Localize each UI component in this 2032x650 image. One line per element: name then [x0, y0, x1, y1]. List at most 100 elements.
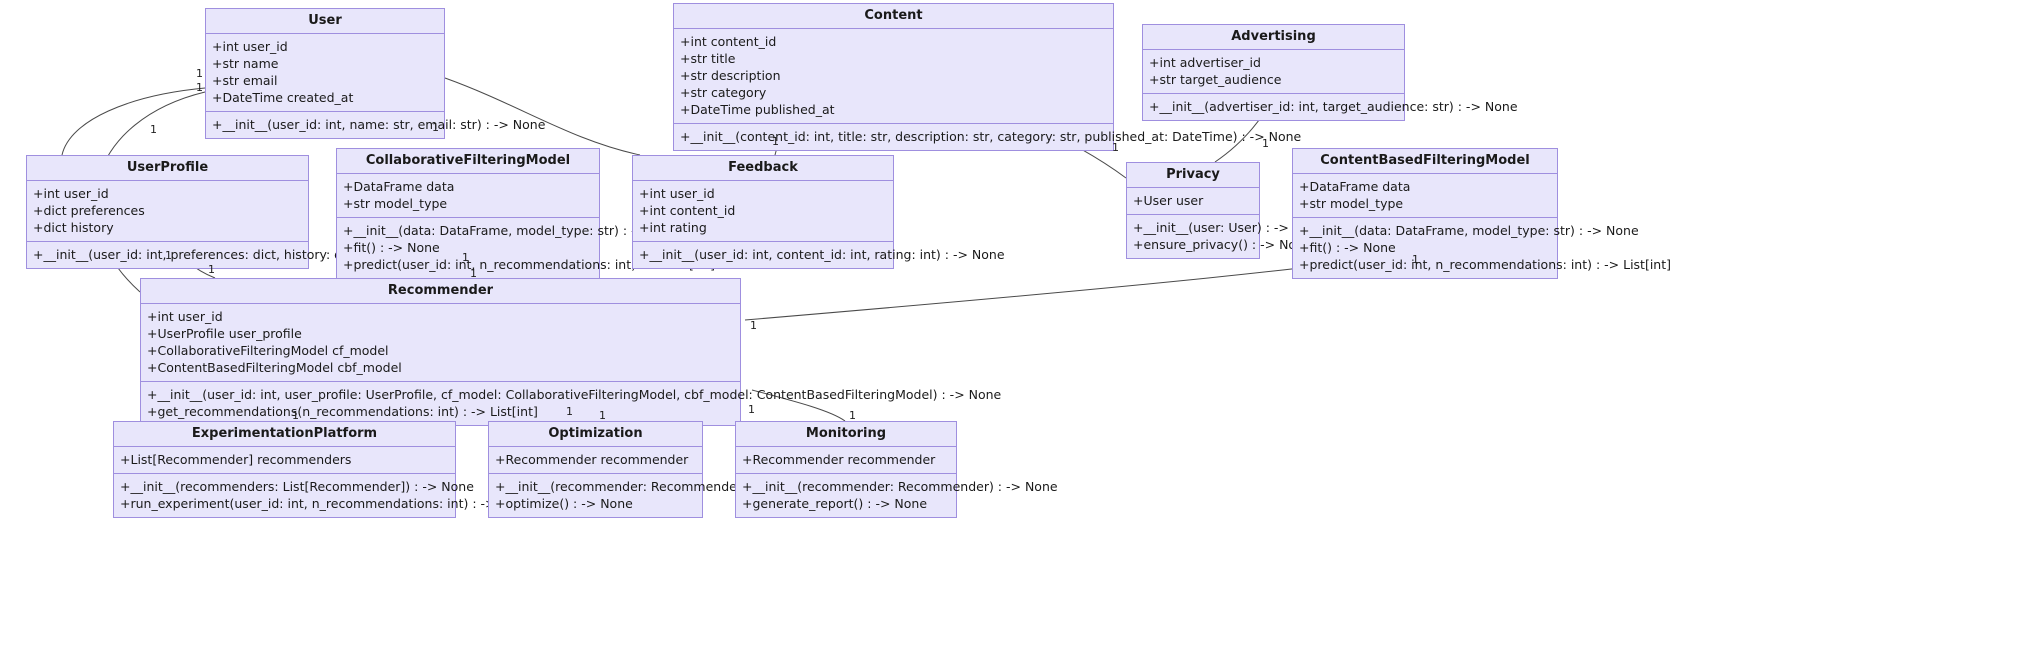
uml-attribute-row: +int user_id: [33, 186, 109, 201]
uml-class-privacy[interactable]: Privacy +User user +__init__(user: User) :…: [1126, 162, 1326, 259]
multiplicity-label-m-userprofile-top: 1: [150, 123, 157, 136]
multiplicity-label-m-privacy-content: 1: [1112, 141, 1119, 154]
uml-class-title-userprofile: UserProfile: [27, 156, 308, 181]
uml-method-row: +__init__(user_id: int, content_id: int,…: [639, 247, 1005, 262]
uml-class-title-content: Content: [674, 4, 1113, 29]
uml-methods-advertising: +__init__(advertiser_id: int, target_aud…: [1143, 93, 1518, 120]
uml-methods-content: +__init__(content_id: int, title: str, d…: [674, 123, 1302, 150]
uml-method-row: +__init__(recommender: Recommender) : ->…: [742, 479, 1058, 494]
multiplicity-label-m-rec-mon: 1: [748, 403, 755, 416]
uml-attribute-row: +int user_id: [212, 39, 288, 54]
uml-attribute-row: +int advertiser_id: [1149, 55, 1261, 70]
uml-attribute-row: +int rating: [639, 220, 707, 235]
multiplicity-label-m-cfmodel-rec: 1: [462, 251, 469, 264]
uml-attribute-row: +ContentBasedFilteringModel cbf_model: [147, 360, 402, 375]
uml-class-title-recommender: Recommender: [141, 279, 740, 304]
uml-methods-recommender: +__init__(user_id: int, user_profile: Us…: [141, 381, 1002, 425]
uml-class-optimization[interactable]: Optimization +Recommender recommender +__i…: [488, 421, 811, 518]
uml-attribute-row: +dict preferences: [33, 203, 145, 218]
uml-method-row: +__init__(recommender: Recommender) : ->…: [495, 479, 811, 494]
uml-class-title-experimentation: ExperimentationPlatform: [114, 422, 455, 447]
multiplicity-label-m-rec-exp: 1: [292, 409, 299, 422]
uml-class-feedback[interactable]: Feedback+int user_id+int content_id+int …: [632, 155, 1005, 269]
uml-methods-cfmodel: +__init__(data: DataFrame, model_type: s…: [337, 217, 716, 278]
uml-method-row: +get_recommendations(n_recommendations: …: [147, 404, 538, 419]
uml-method-row: +run_experiment(user_id: int, n_recommen…: [120, 496, 607, 511]
uml-attribute-row: +DateTime published_at: [680, 102, 835, 117]
uml-methods-optimization: +__init__(recommender: Recommender) : ->…: [489, 473, 811, 517]
uml-class-user[interactable]: User +int user_id +str name +str email +Date…: [205, 8, 546, 139]
uml-attributes-cfmodel: +DataFrame data +str model_type: [337, 174, 599, 217]
uml-attribute-row: +str model_type: [343, 196, 448, 211]
uml-attribute-row: +Recommender recommender: [742, 452, 936, 467]
uml-attribute-row: +int content_id: [639, 203, 736, 218]
uml-attribute-row: +CollaborativeFilteringModel cf_model: [147, 343, 389, 358]
uml-attribute-row: +int user_id: [147, 309, 223, 324]
multiplicity-label-m-rec-cbfmodel: 1: [750, 319, 757, 332]
uml-method-row: +generate_report() : -> None: [742, 496, 928, 511]
uml-attributes-userprofile: +int user_id+dict preferences+dict histo…: [27, 181, 308, 241]
uml-class-title-feedback: Feedback: [633, 156, 893, 181]
multiplicity-label-m-advertising-privacy: 1: [1262, 137, 1269, 150]
uml-attributes-monitoring: +Recommender recommender: [736, 447, 956, 473]
uml-class-recommender[interactable]: Recommender +int user_id +UserProfile user…: [140, 278, 1002, 426]
uml-attributes-recommender: +int user_id +UserProfile user_profile +Co…: [141, 304, 740, 381]
uml-class-title-privacy: Privacy: [1127, 163, 1259, 188]
uml-attributes-cbfmodel: +DataFrame data+str model_type: [1293, 174, 1557, 217]
uml-attribute-row: +str target_audience: [1149, 72, 1282, 87]
uml-method-row: +__init__(content_id: int, title: str, d…: [680, 129, 1302, 144]
uml-methods-privacy: +__init__(user: User) : -> None +ensure_p…: [1127, 214, 1326, 258]
uml-methods-experimentation: +__init__(recommenders: List[Recommender…: [114, 473, 607, 517]
uml-attribute-row: +int content_id: [680, 34, 777, 49]
multiplicity-label-m-rec-cfmodel: 1: [470, 267, 477, 280]
multiplicity-label-m-content-feedback: 1: [772, 135, 779, 148]
uml-class-experimentation[interactable]: ExperimentationPlatform +List[Recommender…: [113, 421, 607, 518]
multiplicity-label-m-feedback-user: 1: [432, 121, 439, 134]
uml-method-row: +__init__(user_id: int, user_profile: Us…: [147, 387, 1002, 402]
uml-methods-user: +__init__(user_id: int, name: str, email…: [206, 111, 546, 138]
uml-method-row: +__init__(user_id: int, name: str, email…: [212, 117, 546, 132]
uml-class-title-monitoring: Monitoring: [736, 422, 956, 447]
multiplicity-label-m-rec-userprofile: 1: [208, 263, 215, 276]
uml-attribute-row: +str model_type: [1299, 196, 1404, 211]
uml-attribute-row: +str email: [212, 73, 278, 88]
uml-methods-monitoring: +__init__(recommender: Recommender) : ->…: [736, 473, 1058, 517]
multiplicity-label-m-user-userprofile: 1: [196, 81, 203, 94]
uml-class-title-cbfmodel: ContentBasedFilteringModel: [1293, 149, 1557, 174]
uml-class-title-optimization: Optimization: [489, 422, 702, 447]
uml-class-title-user: User: [206, 9, 444, 34]
uml-attribute-row: +str category: [680, 85, 767, 100]
multiplicity-label-m-opt-rec: 1: [599, 409, 606, 422]
uml-attribute-row: +User user: [1133, 193, 1204, 208]
multiplicity-label-m-user-recommender: 1: [196, 67, 203, 80]
uml-attributes-experimentation: +List[Recommender] recommenders: [114, 447, 455, 473]
uml-method-row: +__init__(data: DataFrame, model_type: s…: [343, 223, 683, 238]
uml-method-row: +__init__(user: User) : -> None: [1133, 220, 1326, 235]
uml-attribute-row: +str description: [680, 68, 781, 83]
uml-attributes-optimization: +Recommender recommender: [489, 447, 702, 473]
uml-method-row: +fit() : -> None: [1299, 240, 1396, 255]
uml-method-row: +predict(user_id: int, n_recommendations…: [343, 257, 716, 272]
uml-attribute-row: +str title: [680, 51, 736, 66]
uml-attribute-row: +List[Recommender] recommenders: [120, 452, 352, 467]
uml-attribute-row: +DateTime created_at: [212, 90, 354, 105]
uml-class-advertising[interactable]: Advertising+int advertiser_id+str target…: [1142, 24, 1518, 121]
uml-methods-feedback: +__init__(user_id: int, content_id: int,…: [633, 241, 1005, 268]
uml-attributes-user: +int user_id +str name +str email +DateTime…: [206, 34, 444, 111]
uml-attribute-row: +str name: [212, 56, 279, 71]
uml-attributes-advertising: +int advertiser_id +str target_audience: [1143, 50, 1404, 93]
uml-method-row: +__init__(recommenders: List[Recommender…: [120, 479, 474, 494]
uml-attribute-row: +Recommender recommender: [495, 452, 689, 467]
uml-attributes-content: +int content_id +str title +str descriptio…: [674, 29, 1113, 123]
uml-attribute-row: +DataFrame data: [343, 179, 455, 194]
uml-method-row: +predict(user_id: int, n_recommendations…: [1299, 257, 1672, 272]
uml-method-row: +ensure_privacy() : -> None: [1133, 237, 1312, 252]
uml-class-content[interactable]: Content +int content_id +str title +str des…: [673, 3, 1302, 151]
uml-class-monitoring[interactable]: Monitoring +Recommender recommender +__ini…: [735, 421, 1058, 518]
uml-attributes-privacy: +User user: [1127, 188, 1259, 214]
uml-attribute-row: +UserProfile user_profile: [147, 326, 302, 341]
uml-attributes-feedback: +int user_id+int content_id+int rating: [633, 181, 893, 241]
uml-class-cbfmodel[interactable]: ContentBasedFilteringModel+DataFrame dat…: [1292, 148, 1672, 279]
multiplicity-label-m-rec-opt: 1: [566, 405, 573, 418]
